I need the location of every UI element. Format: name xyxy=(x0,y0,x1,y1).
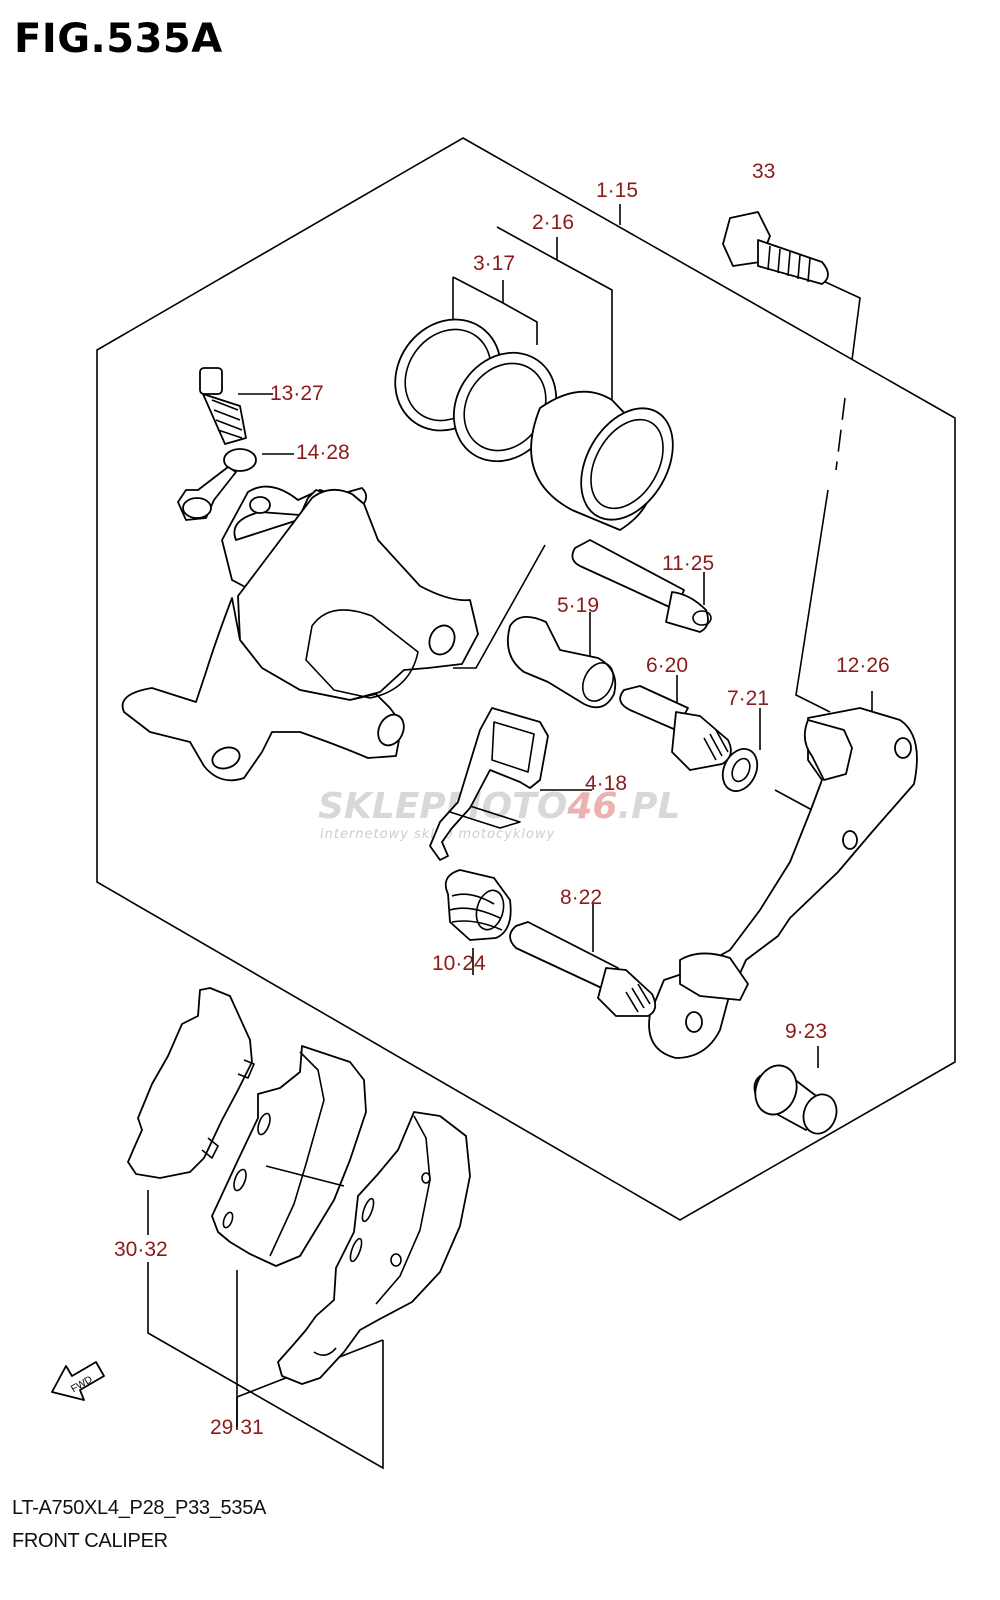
callout-13-27: 13·27 xyxy=(270,382,324,405)
bleeder-cap-14 xyxy=(177,448,257,521)
watermark-brand-d: .PL xyxy=(617,786,680,827)
flange-bolt-33 xyxy=(722,211,829,285)
figure-title: FIG.535A xyxy=(14,16,223,62)
callout-7-21: 7·21 xyxy=(727,687,769,710)
callout-30-32: 30·32 xyxy=(114,1238,168,1261)
callout-1-15: 1·15 xyxy=(596,179,638,202)
watermark: SKLEPMOTO46.PL internetowy sklep motocyk… xyxy=(318,786,680,842)
svg-text:SKLEPMOTO46.PL: SKLEPMOTO46.PL xyxy=(318,786,680,827)
callout-29-31: 29·31 xyxy=(210,1416,264,1439)
leader-lines xyxy=(147,204,873,1470)
caliper-body xyxy=(121,485,479,782)
fwd-arrow: FWD xyxy=(51,1361,105,1401)
callout-9-23: 9·23 xyxy=(785,1020,827,1043)
callout-14-28: 14·28 xyxy=(296,441,350,464)
figure-code: LT-A750XL4_P28_P33_535A xyxy=(12,1497,267,1519)
boot-5 xyxy=(506,616,617,709)
callout-11-25: 11·25 xyxy=(662,552,714,575)
callout-33: 33 xyxy=(752,160,775,183)
callout-12-26: 12·26 xyxy=(836,654,890,677)
caliper-bracket-12 xyxy=(648,707,918,1059)
brake-pad-29 xyxy=(211,1045,367,1267)
callout-8-22: 8·22 xyxy=(560,886,602,909)
pad-shim-30 xyxy=(127,987,255,1179)
figure-name: FRONT CALIPER xyxy=(12,1530,168,1552)
callout-4-18: 4·18 xyxy=(585,772,627,795)
watermark-brand-a: SKLEP xyxy=(318,786,446,827)
sliding-pin-6 xyxy=(619,685,732,771)
boot-10 xyxy=(444,869,512,941)
callout-5-19: 5·19 xyxy=(557,594,599,617)
pad-spring-4 xyxy=(429,707,549,861)
bushing-9 xyxy=(753,1064,838,1135)
callout-6-20: 6·20 xyxy=(646,654,688,677)
sliding-pin-11 xyxy=(571,539,712,633)
pin-8 xyxy=(509,921,657,1017)
bleeder-screw-13 xyxy=(199,367,247,445)
washer-7 xyxy=(721,748,759,792)
callout-10-24: 10·24 xyxy=(432,952,486,975)
dust-seal-2 xyxy=(452,351,558,463)
pad-shim-31 xyxy=(277,1111,471,1385)
watermark-brand-c: 46 xyxy=(566,786,617,827)
callout-3-17: 3·17 xyxy=(473,252,515,275)
piston-1 xyxy=(530,390,674,531)
callout-labels: 1·15 2·16 3·17 33 13·27 14·28 11·25 5·19… xyxy=(114,160,890,1439)
assembly-outline xyxy=(96,137,956,1221)
callout-2-16: 2·16 xyxy=(532,211,574,234)
